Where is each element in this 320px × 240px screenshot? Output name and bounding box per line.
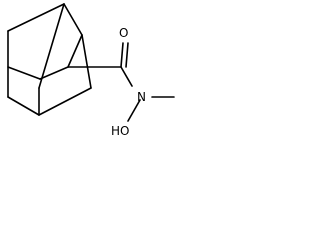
bond	[120, 42, 124, 68]
bond	[38, 87, 92, 116]
bonds	[7, 3, 175, 122]
nitrogen-label: N	[137, 90, 146, 104]
bond	[63, 3, 83, 36]
atom-labels: O N HO	[111, 26, 146, 138]
bond	[125, 42, 129, 68]
bond	[120, 66, 133, 87]
bond	[7, 66, 41, 80]
bond	[127, 99, 141, 122]
hydroxyl-label: HO	[111, 124, 129, 138]
bond	[39, 66, 69, 80]
structure-diagram: O N HO	[7, 3, 175, 138]
bond	[7, 96, 40, 116]
bond	[38, 3, 65, 89]
bond	[7, 3, 65, 32]
bond	[67, 34, 83, 68]
carbonyl-oxygen-label: O	[119, 26, 128, 40]
bond	[81, 34, 92, 89]
